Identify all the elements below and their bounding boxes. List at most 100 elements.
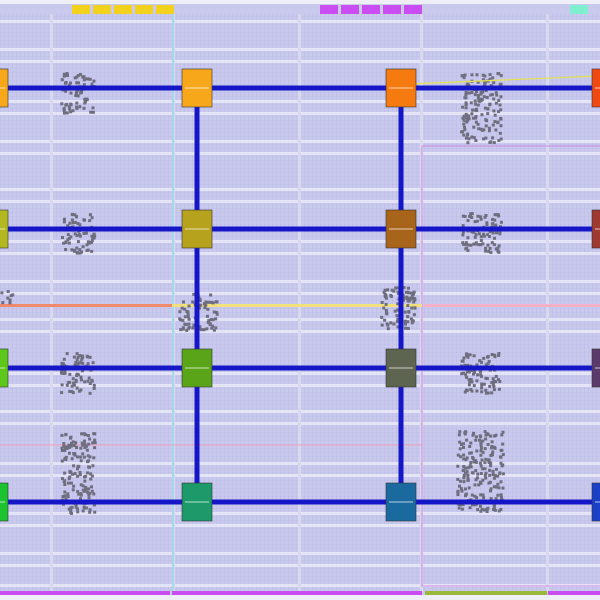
std-cell xyxy=(384,296,388,300)
std-cell xyxy=(68,475,72,479)
core-r2-c2[interactable] xyxy=(385,348,417,388)
core-r3-c2[interactable] xyxy=(385,482,417,522)
std-cell xyxy=(463,215,467,218)
io-group-yellow-pad-0[interactable] xyxy=(72,5,90,14)
std-cell xyxy=(82,455,86,459)
std-cell xyxy=(81,509,85,513)
io-bottom-magenta[interactable] xyxy=(0,591,170,595)
std-cell xyxy=(492,485,496,489)
std-cell xyxy=(407,291,411,295)
std-cell xyxy=(474,120,478,124)
std-cell xyxy=(488,141,492,144)
core-r0-c1[interactable] xyxy=(181,68,213,108)
std-cell xyxy=(64,446,67,450)
core-r0-c0[interactable] xyxy=(0,68,9,108)
std-cell xyxy=(500,448,504,452)
std-cell xyxy=(462,480,466,484)
io-group-yellow-pad-2[interactable] xyxy=(114,5,132,14)
core-r0-c1-pin-row xyxy=(185,87,209,89)
std-cell xyxy=(62,72,66,76)
std-cell xyxy=(472,125,476,129)
std-cell xyxy=(471,503,474,507)
std-cell xyxy=(462,371,466,375)
core-r1-c1[interactable] xyxy=(181,209,213,249)
std-cell xyxy=(199,328,203,332)
std-cell xyxy=(489,489,492,493)
std-cell xyxy=(462,133,466,137)
std-cell xyxy=(473,93,477,97)
std-cell xyxy=(472,354,476,358)
std-cell xyxy=(463,125,466,129)
std-cell xyxy=(205,327,209,331)
io-group-magenta-pad-1[interactable] xyxy=(341,5,359,14)
std-cell xyxy=(496,482,500,486)
core-r3-c0[interactable] xyxy=(0,482,9,522)
std-cell xyxy=(479,453,483,457)
io-group-magenta-pad-3[interactable] xyxy=(383,5,401,14)
std-cell xyxy=(491,473,495,477)
std-cell xyxy=(396,290,400,294)
core-r3-c1[interactable] xyxy=(181,482,213,522)
io-group-yellow-pad-3[interactable] xyxy=(135,5,153,14)
std-cell xyxy=(493,218,497,222)
std-cell xyxy=(485,432,489,436)
core-r1-c3[interactable] xyxy=(591,209,600,249)
std-cell xyxy=(69,235,73,239)
std-cell xyxy=(491,377,495,381)
io-bottom-magenta-3[interactable] xyxy=(548,591,600,595)
std-cell xyxy=(211,318,215,322)
io-group-magenta-pad-0[interactable] xyxy=(320,5,338,14)
core-r2-c3[interactable] xyxy=(591,348,600,388)
std-cell xyxy=(492,141,496,145)
std-cell xyxy=(461,241,465,245)
core-r0-c2[interactable] xyxy=(385,68,417,108)
core-r0-c3[interactable] xyxy=(591,68,600,108)
std-cell xyxy=(492,109,496,113)
std-cell xyxy=(488,77,492,81)
core-r1-c2[interactable] xyxy=(385,209,417,249)
io-group-magenta-pad-4[interactable] xyxy=(404,5,422,14)
std-cell xyxy=(499,82,503,86)
std-cell xyxy=(82,106,86,110)
io-bottom-magenta-2[interactable] xyxy=(172,591,422,595)
io-group-aqua-pad-0[interactable] xyxy=(570,5,588,14)
std-cell xyxy=(496,246,500,250)
std-cell xyxy=(404,290,408,294)
std-cell xyxy=(75,386,79,390)
std-cell xyxy=(93,510,97,514)
std-cell xyxy=(87,493,91,497)
std-cell xyxy=(181,327,185,331)
std-cell xyxy=(496,474,500,478)
std-cell xyxy=(76,510,80,514)
io-group-yellow-pad-1[interactable] xyxy=(93,5,111,14)
io-group-magenta-pad-2[interactable] xyxy=(362,5,380,14)
std-cell xyxy=(461,224,465,228)
core-r2-c0[interactable] xyxy=(0,348,9,388)
std-cell xyxy=(466,219,470,222)
std-cell xyxy=(473,494,477,498)
std-cell xyxy=(69,81,72,85)
io-group-yellow-pad-4[interactable] xyxy=(156,5,174,14)
std-cell xyxy=(407,286,410,290)
std-cell xyxy=(496,493,500,497)
std-cell xyxy=(83,506,86,510)
std-cell xyxy=(67,83,71,87)
core-r1-c0-pin-row xyxy=(0,228,5,230)
std-cell xyxy=(466,236,470,240)
std-cell xyxy=(85,448,89,452)
core-r2-c1[interactable] xyxy=(181,348,213,388)
std-cell xyxy=(499,74,503,78)
io-bottom-olive[interactable] xyxy=(425,591,547,595)
std-cell xyxy=(491,222,495,226)
core-r3-c3[interactable] xyxy=(591,482,600,522)
std-cell xyxy=(76,490,80,493)
std-cell xyxy=(474,478,478,482)
core-r2-c3-pin-row xyxy=(595,367,600,369)
std-cell xyxy=(62,220,66,224)
core-r1-c0[interactable] xyxy=(0,209,9,249)
std-cell xyxy=(0,291,4,295)
std-cell xyxy=(203,303,207,307)
std-cell xyxy=(492,243,496,247)
